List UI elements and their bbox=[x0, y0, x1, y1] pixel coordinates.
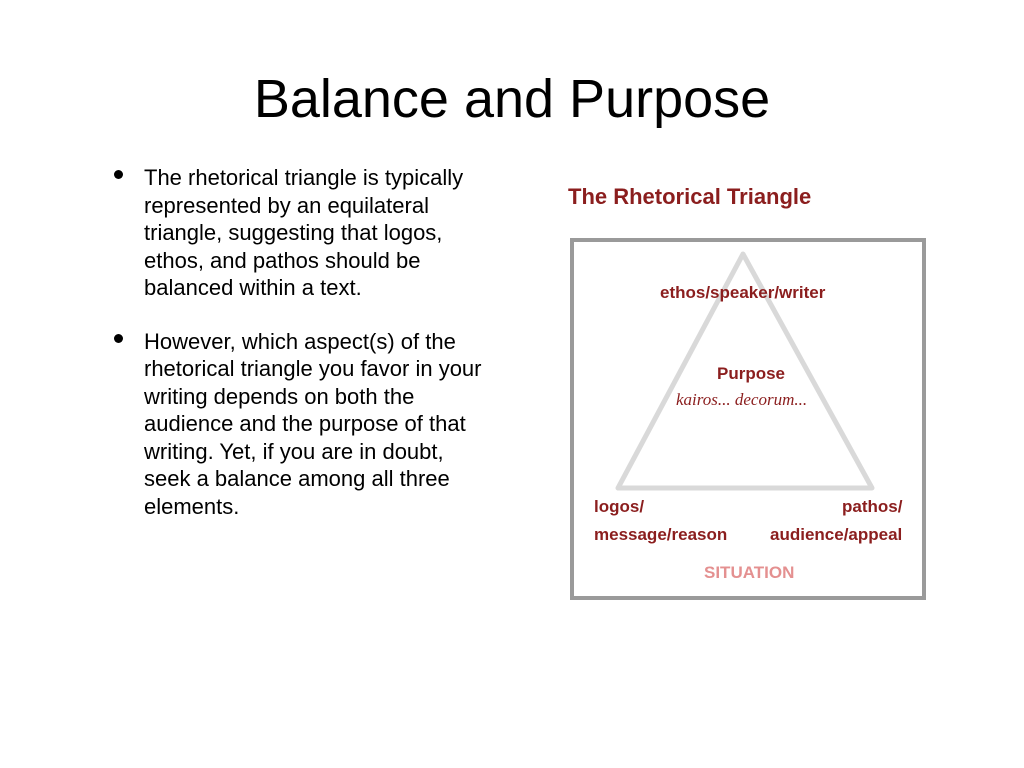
bullet-item: The rhetorical triangle is typically rep… bbox=[110, 164, 490, 302]
logos-label-line1: logos/ bbox=[594, 497, 645, 516]
purpose-label: Purpose bbox=[717, 364, 786, 383]
situation-label: SITUATION bbox=[704, 563, 795, 582]
bullet-list: The rhetorical triangle is typically rep… bbox=[110, 164, 490, 546]
triangle-shape bbox=[615, 251, 875, 491]
pathos-label-line1: pathos/ bbox=[842, 497, 903, 516]
bullet-item: However, which aspect(s) of the rhetoric… bbox=[110, 328, 490, 521]
ethos-label: ethos/speaker/writer bbox=[660, 283, 826, 302]
purpose-sublabel: kairos... decorum... bbox=[676, 390, 808, 409]
triangle-outline bbox=[615, 251, 875, 491]
pathos-label-line2: audience/appeal bbox=[770, 525, 903, 544]
diagram-frame bbox=[570, 238, 926, 600]
bullet-dot-icon bbox=[114, 170, 123, 179]
slide-title: Balance and Purpose bbox=[253, 69, 771, 129]
bullet-dot-icon bbox=[114, 333, 123, 343]
bullet-text: However, which aspect(s) of the rhetoric… bbox=[144, 328, 482, 519]
rhetorical-triangle-diagram: The Rhetorical Triangle ethos/speaker/wr… bbox=[556, 176, 946, 616]
logos-label-line2: message/reason bbox=[594, 525, 728, 544]
bullet-text: The rhetorical triangle is typically rep… bbox=[144, 165, 464, 300]
diagram-title: The Rhetorical Triangle bbox=[568, 184, 812, 209]
